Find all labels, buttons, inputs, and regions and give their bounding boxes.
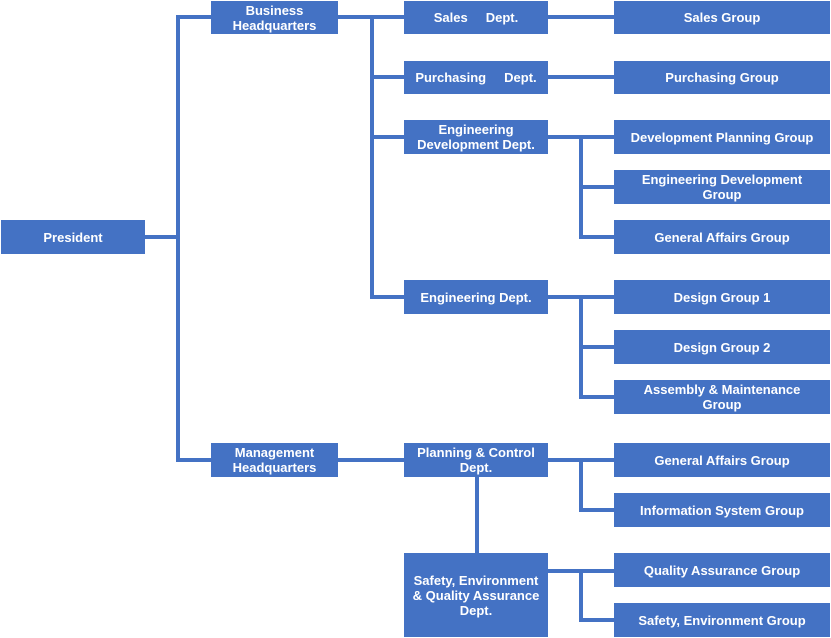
engineering-dept-box[interactable]: Engineering Dept.	[404, 280, 548, 314]
president-label: President	[43, 229, 103, 245]
engineering-development-dept-label: Engineering Development Dept.	[417, 122, 535, 152]
information-system-group-label: Information System Group	[640, 502, 804, 518]
business-headquarters-box[interactable]: Business Headquarters	[211, 1, 338, 34]
management-headquarters-label: Management Headquarters	[232, 445, 317, 475]
purchasing-dept-box[interactable]: Purchasing Dept.	[404, 61, 548, 94]
purchasing-group-box[interactable]: Purchasing Group	[614, 61, 830, 94]
general-affairs-group-management-box[interactable]: General Affairs Group	[614, 443, 830, 477]
president-box[interactable]: President	[1, 220, 145, 254]
information-system-group-box[interactable]: Information System Group	[614, 493, 830, 527]
planning-control-dept-box[interactable]: Planning & Control Dept.	[404, 443, 548, 477]
safety-environment-quality-assurance-dept-box[interactable]: Safety, Environment & Quality Assurance …	[404, 553, 548, 637]
design-group-2-box[interactable]: Design Group 2	[614, 330, 830, 364]
assembly-maintenance-group-box[interactable]: Assembly & Maintenance Group	[614, 380, 830, 414]
engineering-development-group-box[interactable]: Engineering Development Group	[614, 170, 830, 204]
general-affairs-group-management-label: General Affairs Group	[654, 452, 790, 468]
design-group-2-label: Design Group 2	[673, 339, 771, 355]
sales-group-label: Sales Group	[683, 10, 761, 25]
safety-environment-quality-assurance-dept-label: Safety, Environment & Quality Assurance …	[412, 572, 540, 618]
sales-group-box[interactable]: Sales Group	[614, 1, 830, 34]
management-headquarters-box[interactable]: Management Headquarters	[211, 443, 338, 477]
sales-dept-box[interactable]: Sales Dept.	[404, 1, 548, 34]
development-planning-group-box[interactable]: Development Planning Group	[614, 120, 830, 154]
purchasing-group-label: Purchasing Group	[665, 70, 779, 85]
quality-assurance-group-label: Quality Assurance Group	[643, 562, 801, 578]
engineering-dept-label: Engineering Dept.	[420, 289, 532, 305]
development-planning-group-label: Development Planning Group	[630, 129, 814, 145]
design-group-1-box[interactable]: Design Group 1	[614, 280, 830, 314]
quality-assurance-group-box[interactable]: Quality Assurance Group	[614, 553, 830, 587]
engineering-development-group-label: Engineering Development Group	[641, 172, 803, 202]
sales-dept-label: Sales Dept.	[433, 10, 519, 25]
assembly-maintenance-group-label: Assembly & Maintenance Group	[643, 382, 801, 412]
general-affairs-group-engineering-box[interactable]: General Affairs Group	[614, 220, 830, 254]
general-affairs-group-engineering-label: General Affairs Group	[654, 229, 790, 245]
design-group-1-label: Design Group 1	[673, 289, 771, 305]
purchasing-dept-label: Purchasing Dept.	[415, 70, 537, 85]
engineering-development-dept-box[interactable]: Engineering Development Dept.	[404, 120, 548, 154]
safety-environment-group-label: Safety, Environment Group	[638, 612, 806, 628]
planning-control-dept-label: Planning & Control Dept.	[417, 445, 535, 475]
business-headquarters-label: Business Headquarters	[232, 2, 317, 33]
safety-environment-group-box[interactable]: Safety, Environment Group	[614, 603, 830, 637]
